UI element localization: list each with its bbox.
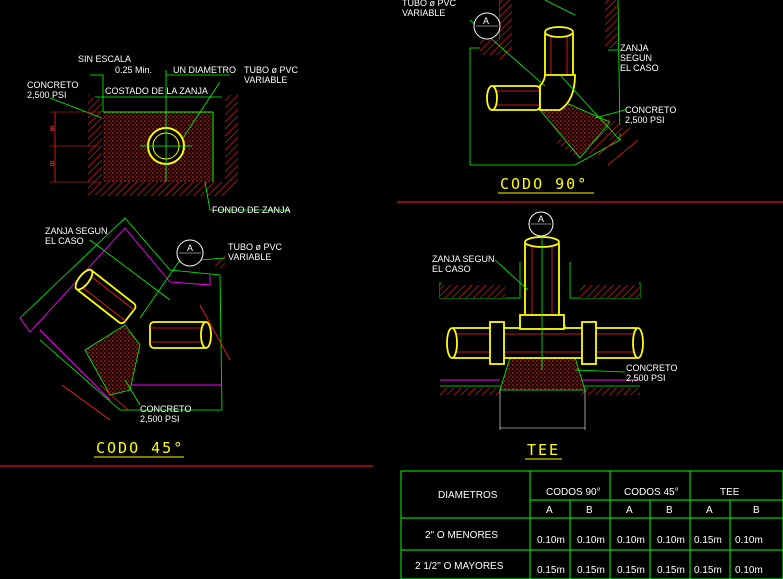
label-tee-concreto-1: CONCRETO: [626, 363, 677, 373]
label-45-tubo-1: TUBO ø PVC: [228, 242, 283, 252]
table-sub-a: A: [706, 505, 713, 516]
marker-a-tee: A: [538, 214, 544, 224]
label-45-concreto-1: CONCRETO: [140, 404, 191, 414]
codo-section-detail: B B SIN ESCALA 0.25 Min. UN DIAMETRO TUB…: [27, 54, 299, 215]
label-min: 0.25 Min.: [115, 65, 152, 75]
table-cell: 0.10m: [657, 535, 685, 546]
dim-b-2: B: [50, 161, 55, 168]
label-tee-zanja-1: ZANJA SEGUN: [432, 254, 495, 264]
label-concreto-2: 2,500 PSI: [27, 90, 67, 100]
label-sin-escala: SIN ESCALA: [78, 54, 131, 64]
title-codo-90: CODO 90°: [500, 175, 588, 193]
label-90-concreto-2: 2,500 PSI: [625, 115, 665, 125]
table-cell: 0.10m: [617, 535, 645, 546]
table-sub-b: B: [666, 505, 673, 516]
label-tubo-2: VARIABLE: [244, 75, 287, 85]
table-sub-a: A: [546, 505, 553, 516]
label-90-concreto-1: CONCRETO: [625, 105, 676, 115]
table-header-tee: TEE: [720, 487, 740, 498]
label-concreto-1: CONCRETO: [27, 80, 78, 90]
table-row2-label: 2 1/2" O MAYORES: [415, 561, 504, 572]
table-cell: 0.15m: [694, 565, 722, 576]
table-cell: 0.15m: [577, 565, 605, 576]
label-90-tubo-2: VARIABLE: [402, 8, 445, 18]
label-45-zanja-1: ZANJA SEGUN: [45, 226, 108, 236]
table-row1-label: 2" O MENORES: [425, 530, 498, 541]
table-sub-b: B: [753, 505, 760, 516]
table-header-diametros: DIAMETROS: [438, 490, 498, 501]
table-cell: 0.15m: [657, 565, 685, 576]
table-sub-b: B: [586, 505, 593, 516]
dim-b-1: B: [50, 126, 55, 133]
title-tee: TEE: [527, 441, 560, 459]
table-cell: 0.15m: [617, 565, 645, 576]
label-90-tubo-1: TUBO ø PVC: [402, 0, 457, 8]
table-cell: 0.15m: [537, 565, 565, 576]
label-tee-zanja-2: EL CASO: [432, 264, 471, 274]
table-cell: 0.10m: [577, 535, 605, 546]
label-un-diametro: UN DIAMETRO: [173, 65, 236, 75]
label-90-zanja-3: EL CASO: [620, 63, 659, 73]
codo-45-detail: A ZANJA SEGUN EL CASO TUBO ø PVC VARIABL…: [19, 217, 283, 458]
marker-a-45: A: [187, 243, 193, 253]
table-header-codos45: CODOS 45°: [624, 487, 679, 498]
label-45-zanja-2: EL CASO: [45, 236, 84, 246]
marker-a-90: A: [483, 16, 489, 26]
dimensions-table: DIAMETROS CODOS 90° CODOS 45° TEE A B A …: [400, 470, 783, 579]
tee-detail: A ZANJA SEGUN EL CASO CONCRETO 2,500 PSI…: [432, 211, 677, 460]
label-tubo-1: TUBO ø PVC: [244, 65, 299, 75]
table-header-codos90: CODOS 90°: [546, 487, 601, 498]
table-cell: 0.15m: [694, 535, 722, 546]
table-sub-a: A: [626, 505, 633, 516]
label-costado: COSTADO DE LA ZANJA: [105, 86, 208, 96]
label-90-zanja-1: ZANJA: [620, 43, 649, 53]
label-45-tubo-2: VARIABLE: [228, 252, 271, 262]
title-codo-45: CODO 45°: [96, 439, 184, 457]
label-tee-concreto-2: 2,500 PSI: [626, 373, 666, 383]
label-45-concreto-2: 2,500 PSI: [140, 414, 180, 424]
table-cell: 0.10m: [735, 565, 763, 576]
table-cell: 0.10m: [735, 535, 763, 546]
codo-90-detail: A TUBO ø PVC VARIABLE ZANJA SEGUN EL CAS…: [402, 0, 676, 194]
label-fondo: FONDO DE ZANJA: [212, 205, 291, 215]
table-cell: 0.10m: [537, 535, 565, 546]
label-90-zanja-2: SEGUN: [620, 53, 652, 63]
